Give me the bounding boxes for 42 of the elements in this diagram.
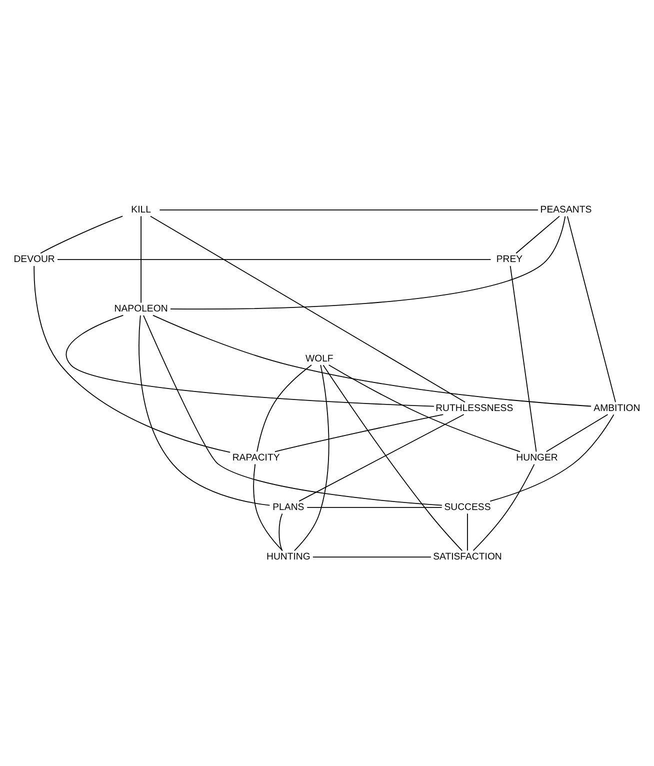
connector bbox=[152, 314, 592, 406]
connector bbox=[322, 364, 463, 551]
connector bbox=[66, 314, 434, 406]
node-text: NAPOLEON bbox=[114, 303, 168, 314]
connector bbox=[57, 258, 492, 260]
node-text: RUTHLESSNESS bbox=[436, 402, 514, 414]
connector bbox=[140, 215, 142, 303]
connector bbox=[278, 512, 283, 551]
connector bbox=[274, 414, 444, 452]
node-text: DEVOUR bbox=[14, 254, 55, 265]
connector bbox=[472, 463, 535, 551]
connector bbox=[306, 506, 442, 508]
connector bbox=[256, 364, 312, 452]
connector bbox=[328, 364, 520, 452]
connector bbox=[34, 265, 231, 452]
connector bbox=[159, 209, 538, 210]
node-text: SUCCESS bbox=[444, 502, 491, 513]
node-text: SATISFACTION bbox=[433, 551, 502, 562]
node-text: WOLF bbox=[306, 352, 334, 364]
connector bbox=[170, 215, 566, 310]
connector bbox=[40, 215, 124, 254]
connector bbox=[312, 556, 432, 557]
connector bbox=[467, 512, 468, 551]
connector bbox=[298, 414, 464, 502]
connector bbox=[150, 215, 466, 402]
connector bbox=[138, 314, 270, 506]
node-text: PLANS bbox=[272, 502, 304, 513]
node-text: AMBITION bbox=[594, 402, 640, 414]
node-text: RAPACITY bbox=[232, 452, 280, 463]
connector bbox=[143, 314, 442, 506]
node-text: PEASANTS bbox=[540, 204, 592, 215]
node-text: HUNTING bbox=[266, 551, 310, 562]
node-text: KILL bbox=[131, 204, 151, 215]
node-text: HUNGER bbox=[516, 452, 558, 463]
connector bbox=[546, 414, 608, 452]
connector bbox=[510, 264, 537, 452]
connector bbox=[253, 463, 283, 551]
node-text: PREY bbox=[496, 254, 523, 265]
connector bbox=[490, 414, 614, 502]
connector bbox=[567, 215, 616, 402]
connector bbox=[516, 215, 560, 254]
connector bbox=[294, 364, 330, 551]
